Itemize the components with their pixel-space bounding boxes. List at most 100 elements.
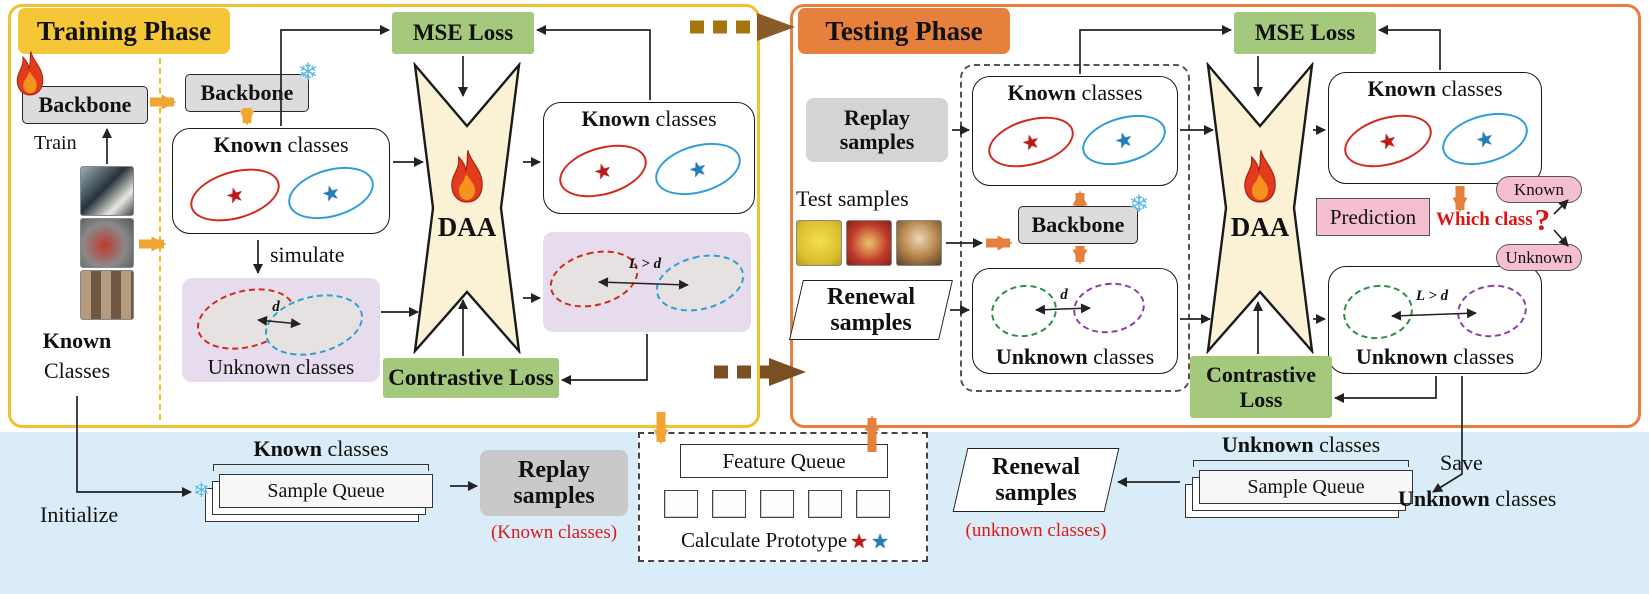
known-classes-stack-label-1: Known	[42, 328, 112, 353]
known-class-image-architecture	[80, 270, 134, 320]
red-class-ellipse: ★	[982, 107, 1080, 177]
red-star-icon: ★	[850, 528, 869, 553]
test-samples-label: Test samples	[796, 186, 909, 211]
box-title: Unknown classes	[995, 344, 1155, 369]
red-star-icon: ★	[223, 180, 247, 210]
red-class-ellipse: ★	[184, 159, 286, 231]
daa-module-testing: DAA	[1205, 61, 1315, 355]
feature-slot	[808, 490, 842, 518]
test-image-latte	[896, 220, 942, 266]
feature-slot	[856, 490, 890, 518]
known-sample-queue-stack: Known classes Sample Queue ❄	[193, 436, 447, 528]
snowflake-icon: ❄	[193, 478, 210, 502]
which-class-question: Which class?	[1436, 202, 1551, 237]
box-title: Known classes	[213, 132, 349, 157]
feature-queue-box: Feature Queue	[680, 444, 888, 478]
initialize-label: Initialize	[40, 502, 119, 527]
snowflake-icon: ❄	[1128, 190, 1149, 218]
blue-star-icon: ★	[686, 154, 710, 184]
training-phase-title-text: Training Phase	[36, 15, 212, 46]
testing-known-classes-output-box: Known classes ★ ★	[1328, 72, 1542, 184]
known-class-image-penguin	[80, 166, 134, 216]
feature-slot	[712, 490, 746, 518]
train-label: Train	[34, 132, 77, 154]
blue-star-icon: ★	[871, 528, 890, 553]
prototype-dashed-box: Feature Queue Calculate Prototype ★ ★	[638, 432, 928, 562]
training-known-classes-box: Known classes ★ ★	[172, 128, 390, 234]
fire-icon	[1239, 148, 1281, 204]
save-label: Save	[1440, 450, 1483, 475]
feature-slot	[664, 490, 698, 518]
test-image-lemon	[796, 220, 842, 266]
blue-star-icon: ★	[1112, 125, 1136, 155]
testing-feature-dashed-container	[960, 64, 1190, 392]
distance-ld-label: L > d	[1415, 288, 1449, 304]
box-title: Known classes	[581, 106, 717, 131]
renewal-note: (unknown classes)	[965, 520, 1107, 541]
backbone-frozen-box: Backbone ❄	[185, 59, 318, 112]
blue-star-icon: ★	[319, 178, 343, 208]
green-dashed-ellipse	[987, 280, 1061, 342]
training-known-classes-output-box: Known classes ★ ★	[543, 102, 755, 214]
save-target-label: Unknown classes	[1398, 486, 1557, 511]
prediction-box: Prediction	[1316, 198, 1430, 236]
snowflake-icon: ❄	[297, 58, 318, 86]
blue-star-icon: ★	[1473, 124, 1497, 154]
purple-dashed-ellipse	[1069, 278, 1149, 338]
distance-d-label: d	[272, 299, 280, 315]
unknown-sample-queue-stack: Unknown classes Sample Queue	[1175, 432, 1427, 524]
bracket-line	[213, 464, 429, 471]
mse-loss-box-training: MSE Loss	[392, 12, 534, 54]
feature-slot	[760, 490, 794, 518]
distance-ld-label: L > d	[628, 256, 662, 272]
daa-hourglass-shape	[1206, 61, 1314, 355]
blue-class-ellipse: ★	[1436, 103, 1534, 175]
blue-class-ellipse: ★	[282, 157, 380, 229]
red-star-icon: ★	[1019, 127, 1043, 157]
backbone-testing-box: Backbone ❄	[1018, 191, 1149, 244]
replay-note: (Known classes)	[490, 522, 618, 543]
calculate-prototype-label: Calculate Prototype	[680, 528, 848, 552]
testing-phase-title: Testing Phase	[798, 8, 1010, 54]
daa-label: DAA	[1230, 212, 1290, 242]
testing-unknown-classes-output-box: Unknown classes	[1328, 266, 1542, 374]
queue-title: Unknown classes	[1221, 432, 1381, 457]
red-star-icon: ★	[591, 156, 615, 186]
question-mark-icon: ?	[1534, 202, 1551, 237]
backbone-trainable-box: Backbone	[22, 86, 148, 124]
test-image-pizza	[846, 220, 892, 266]
box-title: Known classes	[1007, 80, 1143, 105]
sample-queue-box: Sample Queue	[1199, 470, 1413, 504]
known-tag-pill: Known	[1496, 176, 1582, 203]
purple-dashed-ellipse	[1453, 280, 1531, 342]
blue-class-ellipse: ★	[649, 133, 747, 205]
queue-title: Known classes	[253, 436, 389, 461]
testing-unknown-classes-box: Unknown classes	[972, 268, 1178, 374]
distance-d-label: d	[1060, 287, 1068, 303]
training-phase-title: Training Phase	[18, 8, 230, 54]
red-class-ellipse: ★	[1338, 105, 1438, 177]
fire-icon	[446, 148, 488, 204]
fire-icon	[12, 50, 48, 96]
daa-module-training: DAA	[412, 61, 522, 355]
sample-queue-box: Sample Queue	[219, 474, 433, 508]
daa-hourglass-shape	[413, 61, 521, 355]
training-simulated-unknown-region: Unknown classes	[182, 278, 380, 382]
testing-known-classes-box: Known classes ★ ★	[972, 76, 1178, 186]
calculate-prototype-row: Calculate Prototype ★ ★	[640, 528, 930, 553]
box-title: Known classes	[1367, 76, 1503, 101]
mse-loss-box-testing: MSE Loss	[1234, 12, 1376, 54]
red-star-icon: ★	[1376, 126, 1400, 156]
known-classes-stack-label-2: Classes	[44, 358, 110, 383]
backbone-label: Backbone	[200, 79, 294, 105]
red-class-ellipse: ★	[553, 135, 653, 207]
daa-label: DAA	[437, 212, 497, 242]
red-dashed-ellipse	[543, 241, 645, 317]
simulate-label: simulate	[270, 242, 345, 267]
